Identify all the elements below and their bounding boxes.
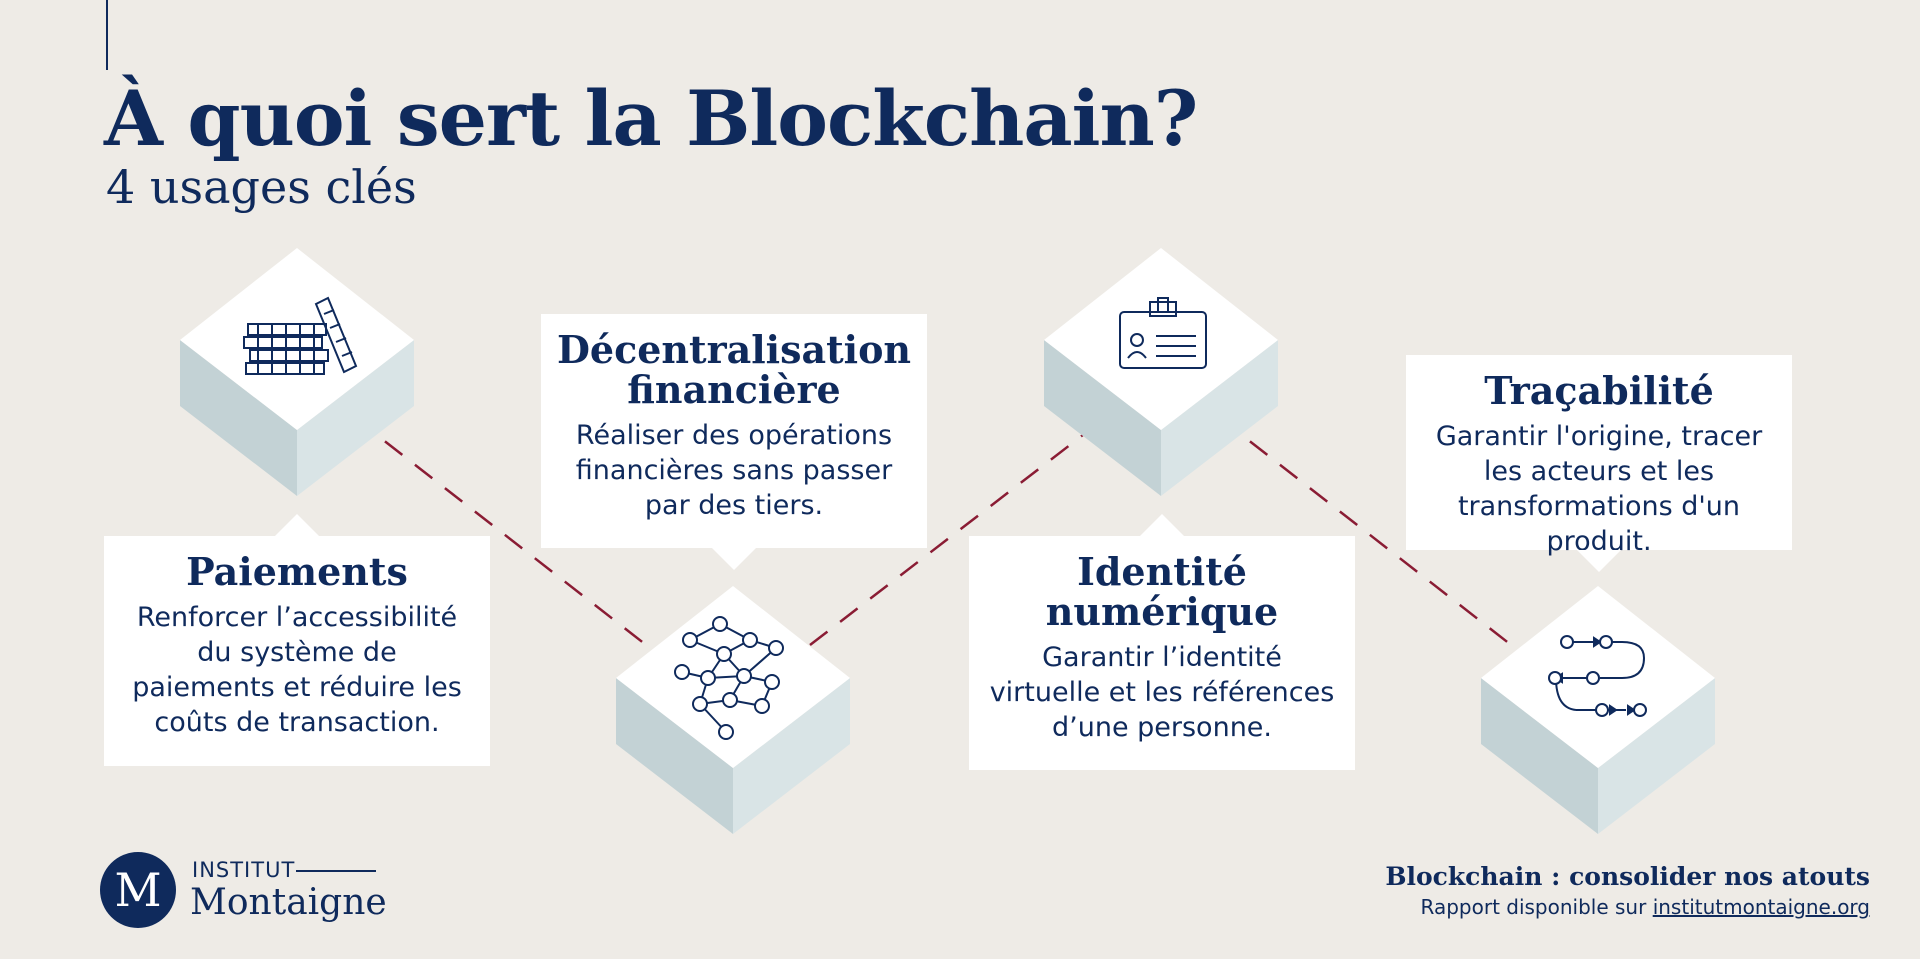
cube-paiements [180,248,414,496]
page-subtitle: 4 usages clés [106,160,417,214]
institut-montaigne-logo[interactable]: M INSTITUT Montaigne [100,852,400,932]
card-title: Paiements [186,549,408,594]
card-description: Renforcer l’accessibilité du système de … [132,602,462,738]
card-description: Garantir l'origine, tracer les acteurs e… [1435,421,1763,557]
connector-3-4 [1219,417,1516,649]
cube-tracabilite [1481,586,1715,834]
card-identite: Identité numérique Garantir l’identité v… [969,514,1355,770]
card-paiements: Paiements Renforcer l’accessibilité du s… [104,514,490,766]
card-title: Décentralisation financière [556,327,912,412]
card-description: Garantir l’identité virtuelle et les réf… [989,642,1335,743]
footer: Blockchain : consolider nos atouts Rappo… [1385,862,1870,919]
logo-mark: M [100,852,176,928]
id-badge-icon [1119,297,1207,369]
logo-rule [296,870,376,872]
card-decentralisation: Décentralisation financière Réaliser des… [541,314,927,570]
page-title: À quoi sert la Blockchain? [104,74,1198,163]
connector-1-2 [354,417,651,649]
footer-link[interactable]: institutmontaigne.org [1652,895,1870,919]
coin-stack-icon [243,296,358,375]
accent-line [106,0,108,70]
logo-top-text: INSTITUT [192,858,296,882]
card-tracabilite: Traçabilité Garantir l'origine, tracer l… [1406,355,1792,572]
flow-path-icon [1548,635,1647,717]
footer-title: Blockchain : consolider nos atouts [1385,862,1870,891]
logo-name: Montaigne [190,882,387,923]
cube-identite [1044,248,1278,496]
card-title: Identité numérique [1045,549,1279,634]
footer-label: Rapport disponible sur [1420,895,1647,919]
footer-text: Rapport disponible sur institutmontaigne… [1385,895,1871,919]
network-nodes-icon [674,616,784,740]
connector-2-3 [809,417,1106,646]
cube-decentralisation [616,586,850,834]
card-title: Traçabilité [1484,368,1714,413]
card-description: Réaliser des opérations financières sans… [575,420,893,521]
